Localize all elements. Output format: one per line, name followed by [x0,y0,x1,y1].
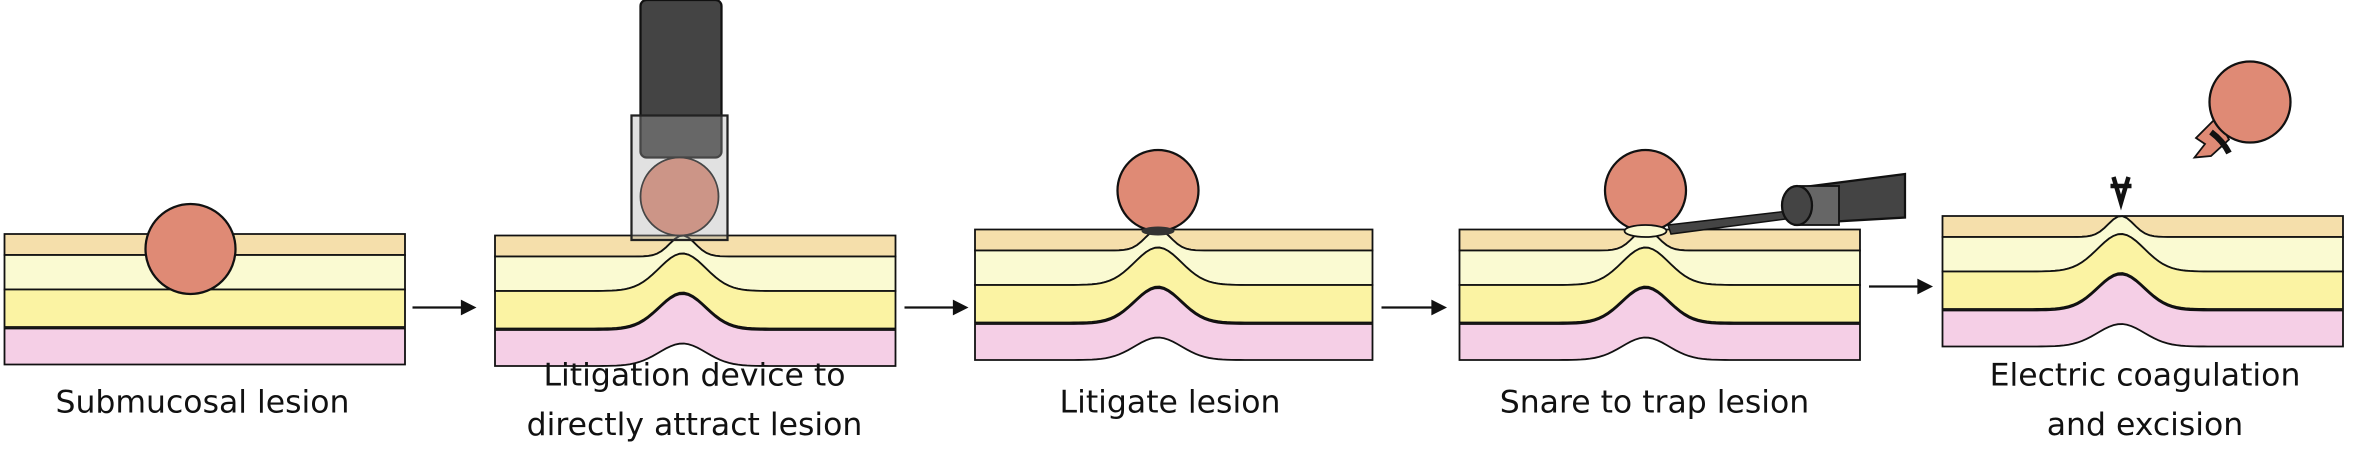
panel-4-muscularis-layer [1458,246,1861,324]
lesion-ligated [1116,148,1200,233]
panel-1-serosa-layer [3,327,406,366]
step-2-label-line-2: directly attract lesion [527,407,863,443]
step-1-label: Submucosal lesion [55,384,349,420]
panel-5-muscularis-layer [1941,233,2344,310]
lesion-submucosal [144,202,237,296]
panel-2-muscularis-layer [494,252,897,330]
snare-loop [1623,224,1668,238]
panel-2-serosa-layer [494,293,897,367]
tissue-layers [3,215,2344,367]
step-2-label-line-1: Litigation device to [543,357,845,393]
panel-3-muscularis-layer [974,246,1374,324]
ligation-device [630,0,729,242]
panel-5-serosa-layer [1941,273,2344,348]
step-5-label-line-2: and excision [2047,407,2244,443]
panel-1-muscularis-layer [3,288,406,328]
step-4-label: Snare to trap lesion [1500,384,1810,420]
transparent-cap [630,114,729,242]
arrows [412,278,1934,316]
coagulated-wound-clip [2110,176,2132,211]
catheter-tip [1780,184,1814,227]
panel-3-serosa-layer [974,287,1374,361]
lesion-suctioned [639,156,720,237]
arrow-2-head [952,299,969,316]
lesion-snared [1603,148,1688,233]
snare-device [1666,172,1907,235]
lesion-excised [2208,60,2292,144]
step-3-label: Litigate lesion [1060,384,1281,420]
ligation-band [1141,226,1175,236]
arrow-1-head [460,299,477,316]
band-on-lesion [2209,129,2232,155]
excised-lesion [2192,60,2292,159]
panel-4-serosa-layer [1458,287,1861,361]
arrow-3-head [1431,299,1448,316]
arrow-4-head [1917,278,1934,295]
step-5-label-line-1: Electric coagulation [1990,357,2301,393]
